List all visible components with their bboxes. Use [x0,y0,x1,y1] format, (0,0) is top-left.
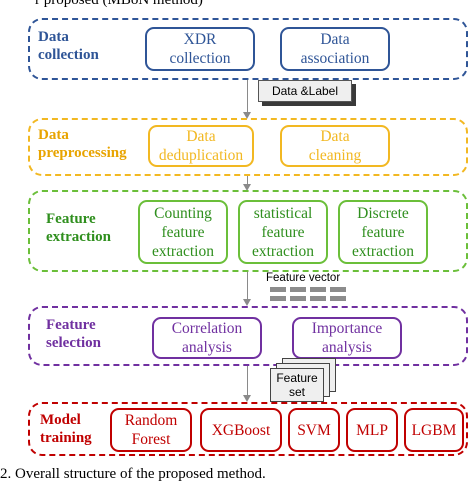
xgboost-box: XGBoost [200,408,282,452]
stage-label-feature-selection: Feature selection [46,317,101,351]
arrow-2-head [243,184,251,191]
importance-analysis-box: Importance analysis [292,317,402,359]
arrow-1-line [247,80,248,113]
statistical-feature-extraction-box: statistical feature extraction [238,200,328,264]
feature-set-card: Feature set [270,368,324,402]
feature-set-text: Feature set [276,371,318,399]
data-association-box: Data association [280,27,390,71]
feature-vector-icon [270,287,350,305]
arrow-4-head [243,395,251,402]
stage-label-data-preprocessing: Data preprocessing [38,127,127,161]
arrow-3-line [247,272,248,300]
stage-feature-extraction: Feature extraction Counting feature extr… [28,190,468,272]
svm-box: SVM [288,408,340,452]
data-deduplication-box: Data deduplication [148,125,254,167]
arrow-2-line [247,176,248,185]
data-label-text: Data &Label [271,84,339,98]
data-label-tag: Data &Label [258,80,352,102]
stage-model-training: Model training Random Forest XGBoost SVM… [28,402,468,456]
stage-feature-selection: Feature selection Correlation analysis I… [28,306,468,366]
xdr-collection-box: XDR collection [145,27,255,71]
feature-vector-label: Feature vector [266,272,341,284]
stage-label-feature-extraction: Feature extraction [46,211,111,245]
stage-data-preprocessing: Data preprocessing Data deduplication Da… [28,118,468,176]
mlp-box: MLP [346,408,398,452]
data-cleaning-box: Data cleaning [280,125,390,167]
stage-label-data-collection: Data collection [38,29,99,63]
arrow-1-head [243,112,251,119]
arrow-3-head [243,299,251,306]
stage-label-model-training: Model training [40,412,92,446]
lgbm-box: LGBM [404,408,464,452]
stage-data-collection: Data collection XDR collection Data asso… [28,18,468,80]
header-fragment: r proposed (MBoN method) [35,0,203,8]
arrow-4-line [247,366,248,396]
random-forest-box: Random Forest [110,408,192,452]
discrete-feature-extraction-box: Discrete feature extraction [338,200,428,264]
figure-caption: 2. Overall structure of the proposed met… [0,466,266,482]
correlation-analysis-box: Correlation analysis [152,317,262,359]
counting-feature-extraction-box: Counting feature extraction [138,200,228,264]
